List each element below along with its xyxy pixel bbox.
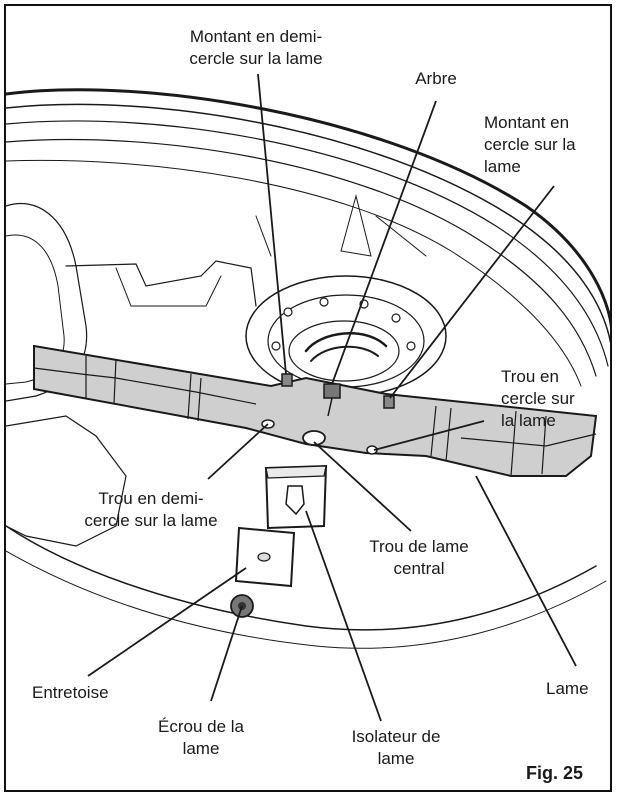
blade-edge-line-2 (85, 356, 202, 422)
label-arbre: Arbre (415, 69, 457, 88)
left-lower-housing (6, 415, 127, 547)
deck-lower-curve-2 (6, 550, 607, 649)
housing-bolt-4 (391, 313, 401, 323)
housing-bolt-5 (406, 341, 416, 351)
spindle-arc (304, 332, 388, 353)
figure-caption: Fig. 25 (526, 763, 584, 783)
leader-montant-demi (257, 73, 287, 375)
label-lame: Lame (546, 679, 589, 698)
shaft-nut (323, 383, 341, 399)
half-circle-stud (281, 373, 293, 387)
deck-stiffener (340, 194, 372, 257)
leader-montant-cercle (389, 185, 555, 399)
label-trou-central: Trou de lame central (369, 537, 469, 578)
leader-trou-demi (207, 423, 269, 480)
blade-edge-line-3 (430, 405, 547, 477)
housing-bolt-1 (283, 307, 293, 317)
housing-bolt-2 (319, 297, 329, 307)
leader-entretoise (87, 567, 247, 677)
leader-trou-central (313, 441, 412, 532)
leader-lame (475, 475, 577, 667)
leader-trou-cercle (373, 420, 485, 451)
spacer-hole (257, 552, 271, 562)
figure-frame: Montant en demi- cercle sur la lame Arbr… (4, 4, 612, 792)
deck-stiffener-2 (255, 215, 427, 257)
label-trou-cercle: Trou en cercle sur la lame (501, 367, 575, 430)
deck-lower-curve (6, 525, 597, 631)
blade-bevel (460, 433, 597, 447)
label-ecrou: Écrou de la lame (158, 717, 244, 758)
leader-ecrou (210, 605, 243, 702)
spindle-housing-inner (288, 320, 400, 382)
label-trou-demi-cercle: Trou en demi- cercle sur la lame (84, 489, 218, 530)
blade-center-hole (302, 430, 326, 446)
mower-deck-illustration (6, 73, 610, 722)
blade-isolator-top (265, 465, 327, 479)
spindle-arc-2 (310, 345, 379, 362)
label-montant-cercle: Montant en cercle sur la lame (484, 113, 576, 176)
housing-bolt-6 (271, 341, 281, 351)
label-montant-demi-cercle: Montant en demi- cercle sur la lame (189, 27, 323, 68)
spindle-housing-outer (245, 275, 447, 397)
leader-arbre (331, 100, 437, 385)
label-entretoise: Entretoise (32, 683, 109, 702)
blade-edge-line (33, 367, 257, 405)
isolator-hole (285, 485, 305, 516)
deck-ridge-2 (115, 267, 222, 307)
leader-isolateur (305, 510, 382, 722)
shaft-line (327, 397, 333, 417)
circle-stud (383, 395, 395, 409)
deck-outline-outer (6, 88, 610, 328)
blade-shape (33, 344, 598, 477)
label-isolateur: Isolateur de lame (351, 727, 441, 768)
deck-inner-rim (6, 159, 582, 387)
deck-outline-3 (6, 120, 609, 367)
deck-outline-4 (6, 138, 597, 377)
deck-ridge (65, 260, 257, 307)
deck-outline-2 (6, 103, 610, 344)
